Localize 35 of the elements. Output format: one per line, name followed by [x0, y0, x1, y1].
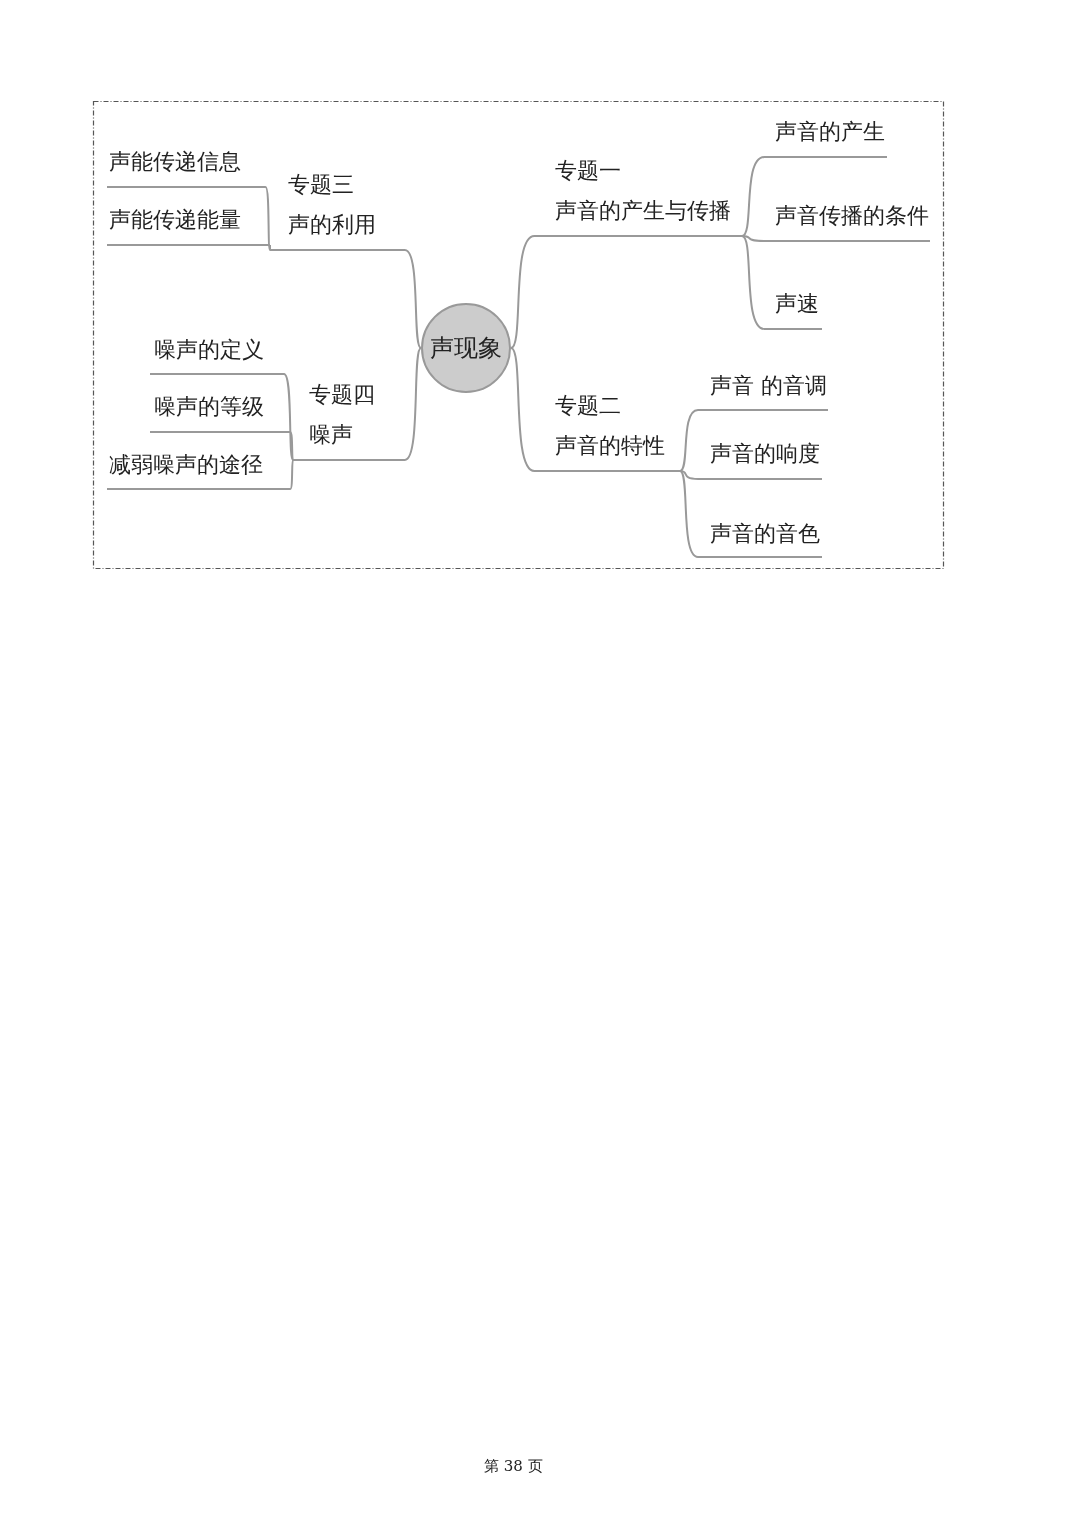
branch-line: [510, 347, 538, 472]
branch-label: 减弱噪声的途径: [107, 445, 290, 490]
branch-label: 声音的响度: [700, 434, 822, 480]
topic-title: 声音的产生与传播: [555, 197, 732, 225]
topic-number: 专题四: [309, 381, 376, 409]
branch-line: [402, 249, 422, 349]
topic-title: 声的利用: [288, 211, 377, 239]
branch-line: [269, 244, 271, 251]
branch-line: [282, 373, 294, 461]
branch-line: [741, 235, 768, 330]
branch-line: [741, 156, 768, 237]
topic-title: 声音的特性: [555, 432, 666, 460]
branch-label: 声能传递信息: [107, 142, 265, 188]
branch-label: 声音的音色: [700, 514, 822, 558]
branch-label: 声能传递能量: [107, 200, 270, 246]
branch-line: [402, 347, 422, 461]
branch-label: 噪声的等级: [150, 387, 290, 433]
branch-line: [510, 235, 538, 349]
branch-line: [679, 409, 701, 472]
center-circle: 声现象: [421, 303, 511, 393]
branch-label: 声速: [767, 284, 822, 330]
page-number: 第 38 页: [484, 1457, 543, 1476]
branch-label: 声音 的音调: [700, 366, 828, 411]
branch-label: 声音的产生: [767, 112, 887, 158]
branch-line: [679, 470, 701, 480]
branch-line: [289, 459, 294, 490]
branch-line: [741, 235, 768, 242]
branch-line: [264, 186, 271, 251]
topic-number: 专题三: [288, 171, 355, 199]
branch-line: [289, 431, 294, 461]
branch-label: 声音传播的条件: [767, 196, 930, 242]
branch-label: 噪声的定义: [150, 330, 283, 375]
topic-number: 专题一: [555, 157, 622, 185]
topic-title: 噪声: [309, 421, 354, 449]
topic-number: 专题二: [555, 392, 622, 420]
